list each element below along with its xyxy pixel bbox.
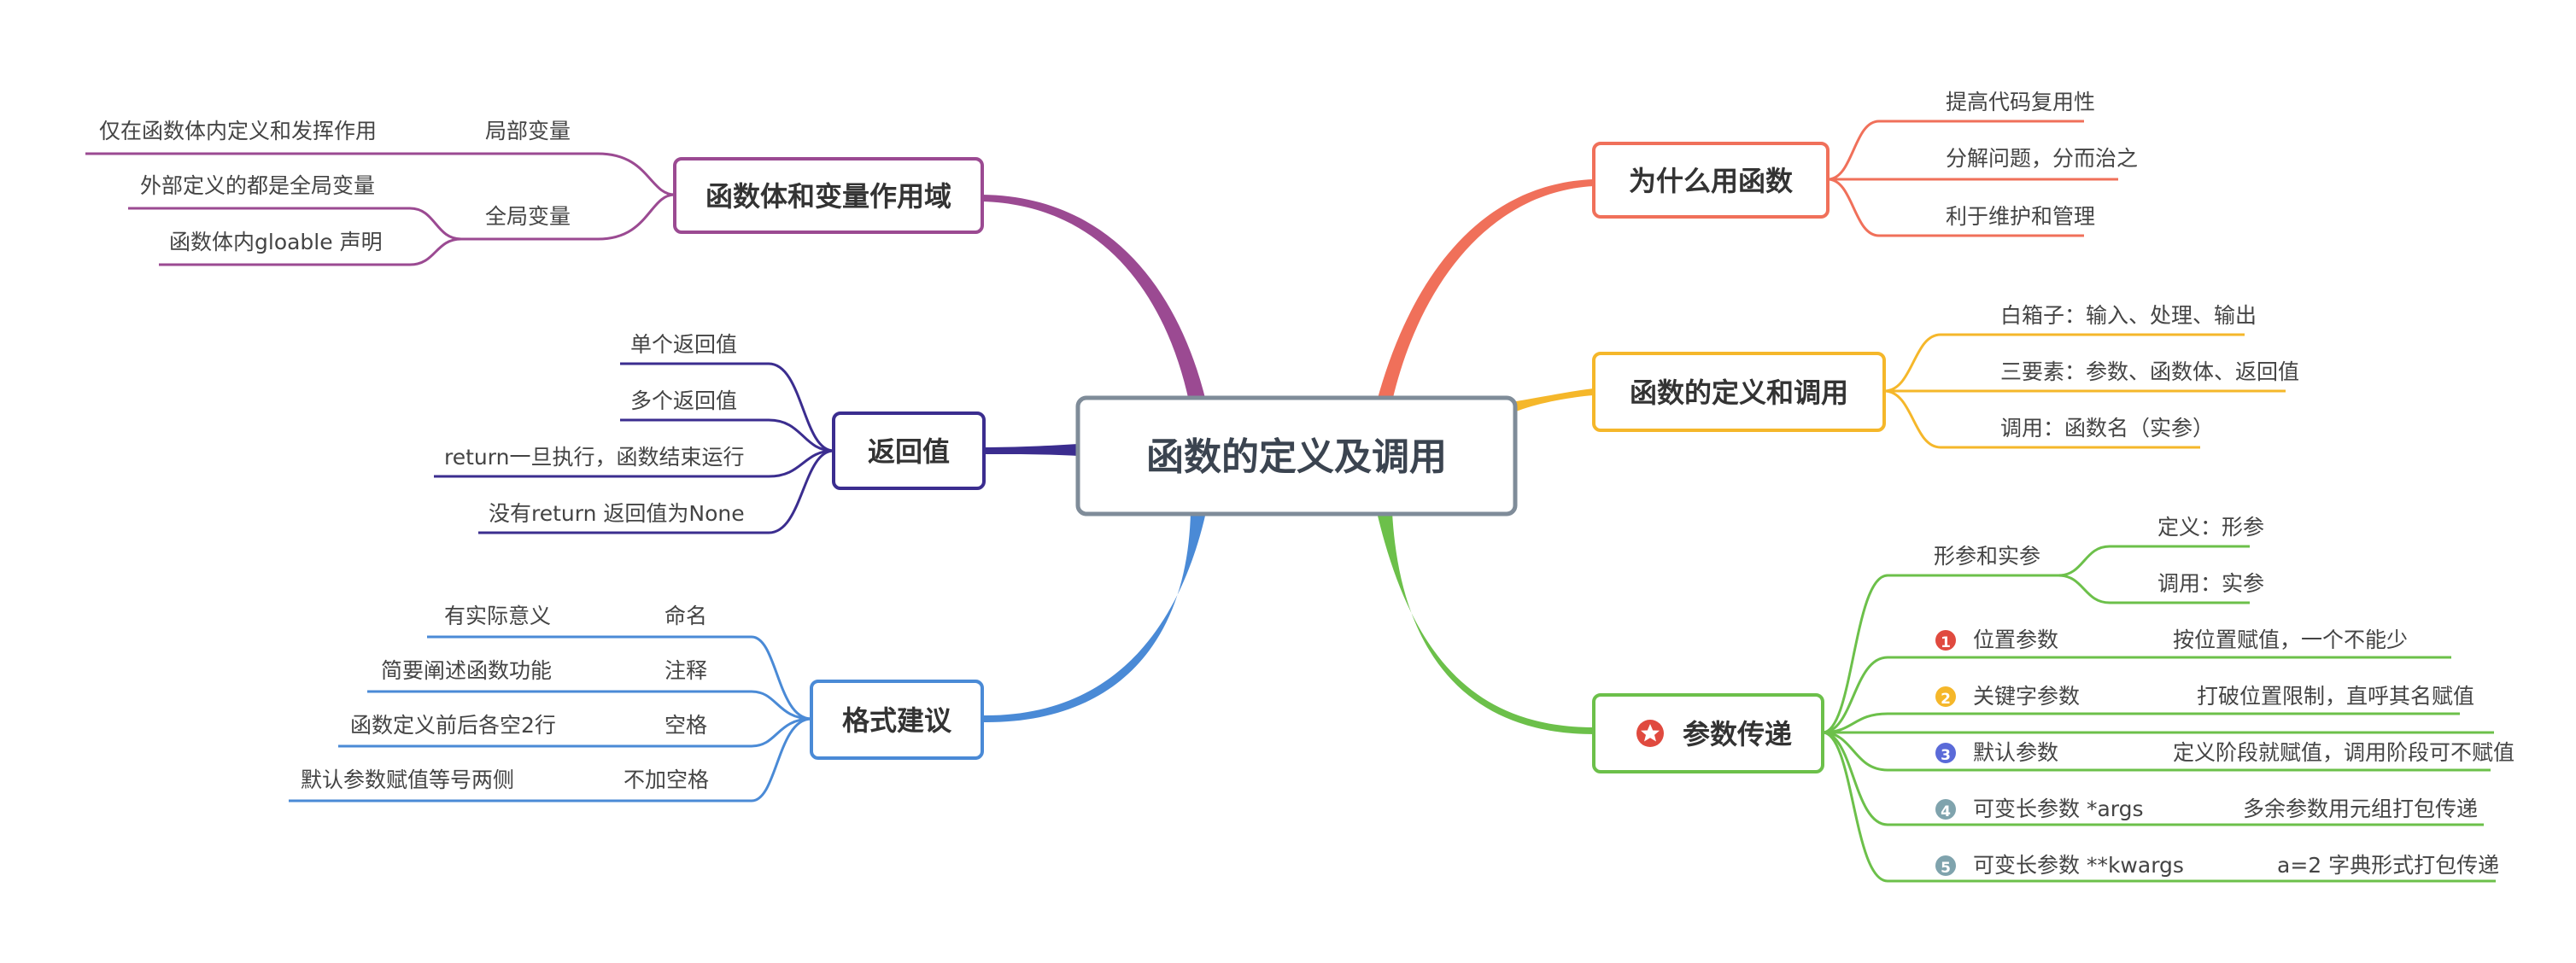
scope-sub-item[interactable]: 函数体内gloable 声明 xyxy=(169,230,383,254)
number-1-glyph: 1 xyxy=(1941,634,1951,651)
star-badge-icon xyxy=(1636,720,1664,747)
why-item[interactable]: 提高代码复用性 xyxy=(1946,90,2095,114)
root-node[interactable]: 函数的定义及调用 xyxy=(1075,395,1518,517)
params-item-note: 按位置赋值，一个不能少 xyxy=(2173,627,2408,652)
params-item-label: 位置参数 xyxy=(1973,627,2058,652)
return-item[interactable]: 多个返回值 xyxy=(630,388,737,413)
params-group-item[interactable]: 调用：实参 xyxy=(2157,571,2264,596)
number-4-icon xyxy=(1935,799,1956,820)
format-sub-label[interactable]: 不加空格 xyxy=(624,767,709,792)
trunk-connectors xyxy=(982,179,1594,734)
format-sub-item[interactable]: 简要阐述函数功能 xyxy=(381,658,552,683)
format-sub-item[interactable]: 函数定义前后各空2行 xyxy=(350,713,556,738)
format-sub-item[interactable]: 默认参数赋值等号两侧 xyxy=(301,767,514,792)
why-item[interactable]: 利于维护和管理 xyxy=(1946,204,2095,229)
scope-sub-item[interactable]: 仅在函数体内定义和发挥作用 xyxy=(99,119,377,143)
topic-params[interactable]: 参数传递 xyxy=(1592,693,1824,773)
number-5-glyph: 5 xyxy=(1941,860,1951,877)
topic-format-label: 格式建议 xyxy=(842,704,952,737)
params-group-item[interactable]: 定义：形参 xyxy=(2157,515,2264,540)
topic-return-label: 返回值 xyxy=(868,435,950,468)
trunk-return xyxy=(984,444,1078,456)
params-item-label: 默认参数 xyxy=(1973,740,2058,765)
trunk-scope xyxy=(982,195,1206,401)
connectors-return xyxy=(434,362,834,534)
format-sub-label[interactable]: 空格 xyxy=(664,713,707,738)
trunk-define xyxy=(1516,388,1594,411)
define-item[interactable]: 调用：函数名（实参） xyxy=(2000,416,2214,441)
params-item-note: 多余参数用元组打包传递 xyxy=(2243,797,2478,821)
trunk-params xyxy=(1377,512,1594,734)
topic-params-label: 参数传递 xyxy=(1683,718,1792,750)
define-item[interactable]: 白箱子：输入、处理、输出 xyxy=(2000,303,2257,328)
scope-sub-item[interactable]: 外部定义的都是全局变量 xyxy=(140,173,375,198)
scope-sub-label[interactable]: 全局变量 xyxy=(485,204,571,229)
params-item-note: 打破位置限制，直呼其名赋值 xyxy=(2197,684,2474,709)
params-item-1[interactable]: 1 位置参数 按位置赋值，一个不能少 xyxy=(1935,627,2408,652)
params-item-label: 可变长参数 **kwargs xyxy=(1973,853,2184,878)
trunk-why xyxy=(1377,179,1594,401)
number-5-icon xyxy=(1935,855,1956,876)
define-item[interactable]: 三要素：参数、函数体、返回值 xyxy=(2000,359,2299,384)
params-item-5[interactable]: 5 可变长参数 **kwargs a=2 字典形式打包传递 xyxy=(1935,853,2499,878)
topic-scope-label: 函数体和变量作用域 xyxy=(705,180,951,213)
topic-define[interactable]: 函数的定义和调用 xyxy=(1592,352,1886,432)
params-item-label: 关键字参数 xyxy=(1973,684,2080,709)
why-item[interactable]: 分解问题，分而治之 xyxy=(1946,146,2138,171)
params-item-note: 定义阶段就赋值，调用阶段可不赋值 xyxy=(2173,740,2515,765)
number-2-glyph: 2 xyxy=(1941,691,1951,708)
scope-sub-label[interactable]: 局部变量 xyxy=(485,119,571,143)
params-group-label[interactable]: 形参和实参 xyxy=(1934,544,2040,569)
number-3-glyph: 3 xyxy=(1941,747,1951,764)
topic-why-label: 为什么用函数 xyxy=(1629,165,1794,197)
params-item-label: 可变长参数 *args xyxy=(1973,797,2144,821)
number-3-icon xyxy=(1935,743,1956,763)
connectors-why xyxy=(1827,120,2118,237)
format-sub-label[interactable]: 注释 xyxy=(664,658,707,683)
params-item-2[interactable]: 2 关键字参数 打破位置限制，直呼其名赋值 xyxy=(1935,684,2474,709)
topic-return[interactable]: 返回值 xyxy=(832,411,986,490)
format-sub-label[interactable]: 命名 xyxy=(664,604,707,628)
number-2-icon xyxy=(1935,686,1956,707)
branch-connectors xyxy=(85,120,2496,883)
number-1-icon xyxy=(1935,630,1956,651)
connectors-scope xyxy=(85,152,676,266)
format-sub-item[interactable]: 有实际意义 xyxy=(444,604,551,628)
connectors-define xyxy=(1883,333,2286,449)
connectors-format xyxy=(289,635,812,802)
number-4-glyph: 4 xyxy=(1941,803,1951,820)
root-label: 函数的定义及调用 xyxy=(1146,435,1447,479)
params-item-3[interactable]: 3 默认参数 定义阶段就赋值，调用阶段可不赋值 xyxy=(1935,740,2515,765)
params-item-note: a=2 字典形式打包传递 xyxy=(2277,853,2499,878)
return-item[interactable]: return一旦执行，函数结束运行 xyxy=(444,445,744,470)
params-item-4[interactable]: 4 可变长参数 *args 多余参数用元组打包传递 xyxy=(1935,797,2478,821)
topic-format[interactable]: 格式建议 xyxy=(810,680,984,760)
topic-define-label: 函数的定义和调用 xyxy=(1630,376,1848,409)
return-item[interactable]: 没有return 返回值为None xyxy=(489,501,745,526)
connectors-params xyxy=(1822,545,2496,883)
topic-why[interactable]: 为什么用函数 xyxy=(1592,142,1830,219)
return-item[interactable]: 单个返回值 xyxy=(630,332,737,357)
topic-scope[interactable]: 函数体和变量作用域 xyxy=(673,157,984,234)
trunk-format xyxy=(982,512,1206,723)
